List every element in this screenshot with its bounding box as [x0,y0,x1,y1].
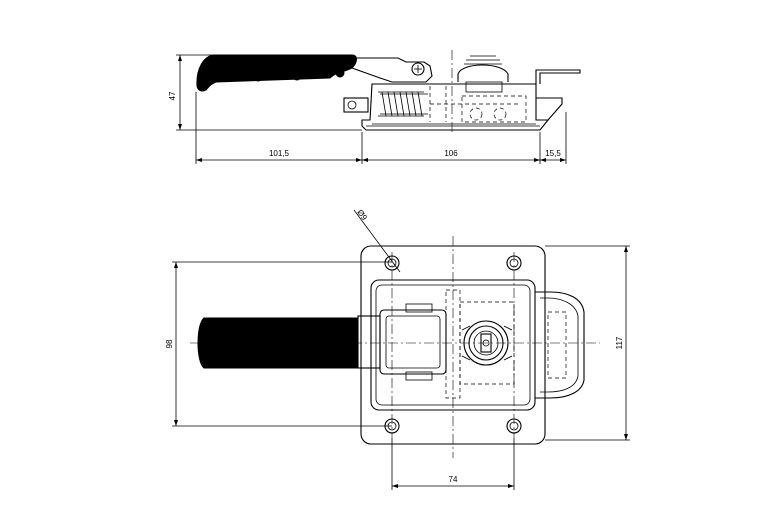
spring [378,91,428,117]
dim-tab-label: 15,5 [545,149,561,158]
side-view: 47 101,5 106 15,5 [168,50,581,164]
dim-height-47: 47 [168,54,362,131]
grip-bump [292,71,302,81]
bolt-tip [343,97,369,113]
dim-body-height-98: 98 [165,261,392,427]
housing-body [361,83,550,131]
lock-cylinder [457,64,509,82]
grip-bump [335,68,345,78]
grip-bump [253,72,263,82]
front-handle-grip [197,317,359,369]
lever-cover [379,309,447,375]
dim-hole-label: Ø9 [355,208,369,222]
lever-arm [351,57,433,83]
front-mount-tab [535,291,585,399]
front-view: Ø9 98 117 74 [165,208,630,490]
dim-height-label: 47 [168,91,177,100]
mount-flange [536,97,563,121]
mount-tab [535,69,581,84]
dim-chain-bottom: 101,5 106 15,5 [195,92,567,164]
dim-hole-spacing-label: 74 [449,475,458,484]
handle-grip [196,54,357,92]
dim-overall-height-117: 117 [545,245,630,441]
dim-handle-label: 101,5 [269,149,290,158]
dim-hole-spacing-74: 74 [391,438,515,490]
dim-body-height-label: 98 [165,339,174,348]
dim-overall-height-label: 117 [615,336,624,349]
pivot-screw [411,62,425,76]
dim-body-label: 106 [444,149,458,158]
